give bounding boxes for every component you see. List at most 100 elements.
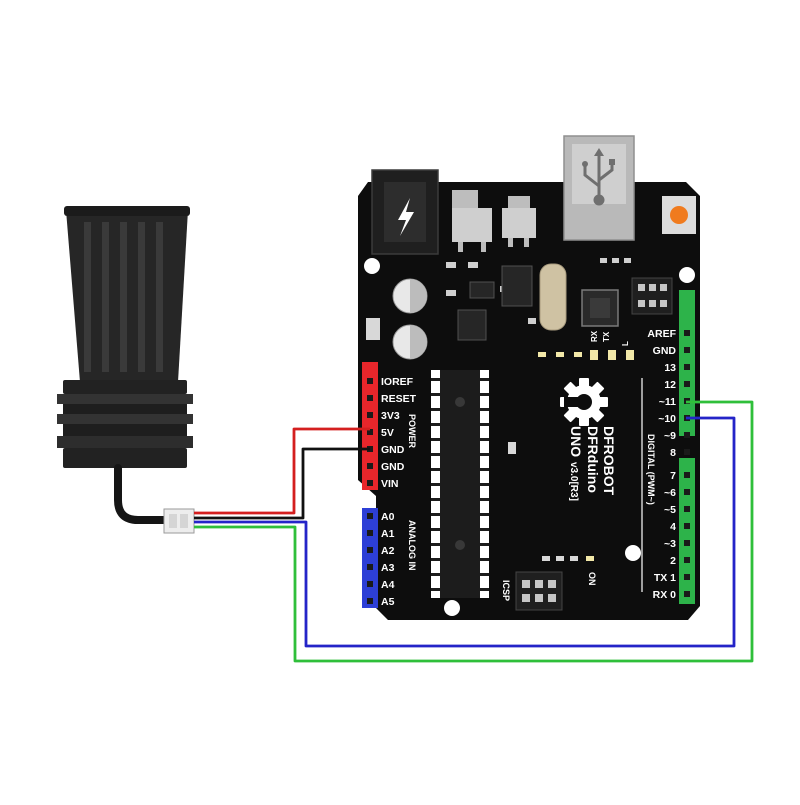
pin-hole xyxy=(684,574,690,580)
voltage-regulator xyxy=(452,190,492,252)
pin-hole xyxy=(684,347,690,353)
icsp-label: ICSP xyxy=(501,580,511,601)
pin-label: IOREF xyxy=(381,376,414,388)
pin-hole xyxy=(684,381,690,387)
pin-hole xyxy=(684,330,690,336)
dfrobot-gear-logo xyxy=(560,378,608,426)
liquid-level-sensor xyxy=(57,206,195,534)
mounting-hole xyxy=(444,600,460,616)
wire-blue-signal xyxy=(194,416,736,648)
microcontroller-chip xyxy=(431,370,489,598)
pin-hole xyxy=(684,557,690,563)
lightning-icon xyxy=(398,198,414,236)
version-label: v3.0[R3] xyxy=(568,462,579,501)
pin-hole xyxy=(684,364,690,370)
tx-label: TX xyxy=(602,331,611,342)
wire-green-signal xyxy=(194,400,754,663)
pin-label: GND xyxy=(381,461,405,473)
pin-label: A3 xyxy=(381,562,395,574)
pin-hole xyxy=(684,523,690,529)
analog-header-label: ANALOG IN xyxy=(407,520,417,571)
chip xyxy=(457,309,487,341)
pin-label: 13 xyxy=(664,362,676,374)
status-leds xyxy=(538,350,634,360)
pin-label: 8 xyxy=(670,447,676,459)
capacitor xyxy=(392,278,428,314)
pin-hole xyxy=(367,598,373,604)
voltage-regulator-small xyxy=(502,196,536,247)
pin-label: 2 xyxy=(670,555,676,567)
power-jack xyxy=(371,169,439,255)
pin-label: ~11 xyxy=(659,396,676,408)
pin-label: 7 xyxy=(670,470,676,482)
pin-label: RESET xyxy=(381,393,417,405)
power-header-label: POWER xyxy=(407,414,417,449)
wire-red-5v xyxy=(194,427,370,515)
brand-label: DFROBOT xyxy=(601,426,617,496)
pin-hole xyxy=(367,395,373,401)
icsp-header-top xyxy=(631,277,673,315)
rx-label: RX xyxy=(590,330,599,342)
pin-label: A1 xyxy=(381,528,395,540)
chip xyxy=(501,265,533,307)
pin-label: A2 xyxy=(381,545,395,557)
usb-connector xyxy=(563,135,635,241)
mounting-hole xyxy=(364,258,380,274)
mounting-hole xyxy=(679,267,695,283)
pin-hole xyxy=(367,429,373,435)
pin-hole xyxy=(684,540,690,546)
mounting-hole xyxy=(625,545,641,561)
pin-label: 3V3 xyxy=(381,410,400,422)
pin-label: 12 xyxy=(664,379,676,391)
non-contact-liquid-level-sensor-icon xyxy=(57,206,195,534)
pin-label: ~6 xyxy=(664,487,676,499)
crystal xyxy=(539,263,567,331)
pin-hole xyxy=(367,513,373,519)
pin-hole xyxy=(684,506,690,512)
pin-label: 5V xyxy=(381,427,394,439)
pin-label: ~9 xyxy=(664,430,676,442)
pin-hole xyxy=(684,489,690,495)
pin-hole xyxy=(367,480,373,486)
pin-label: 4 xyxy=(670,521,676,533)
power-header: POWER IOREF RESET 3V3 5V GND GND VIN xyxy=(362,362,417,490)
pin-label: ~3 xyxy=(664,538,676,550)
pin-label: ~10 xyxy=(658,413,676,425)
capacitor xyxy=(392,324,428,360)
pin-hole xyxy=(367,547,373,553)
usb-controller-chip xyxy=(581,289,619,327)
usb-icon xyxy=(582,148,615,206)
reset-button xyxy=(662,196,696,234)
pin-hole xyxy=(684,449,690,455)
pin-label: GND xyxy=(381,444,405,456)
pin-hole xyxy=(367,378,373,384)
pin-label: A5 xyxy=(381,596,395,608)
wires xyxy=(194,400,754,663)
pin-hole xyxy=(367,412,373,418)
pin-hole xyxy=(367,564,373,570)
pin-label: ~5 xyxy=(664,504,676,516)
pin-label: A0 xyxy=(381,511,395,523)
pin-hole xyxy=(367,530,373,536)
pin-hole xyxy=(367,581,373,587)
pin-label: RX 0 xyxy=(653,589,677,601)
pin-hole xyxy=(684,432,690,438)
l-label: L xyxy=(621,341,630,346)
pin-label: A4 xyxy=(381,579,395,591)
pin-label: VIN xyxy=(381,478,399,490)
digital-header-label: DIGITAL (PWM~) xyxy=(646,434,656,505)
variant-label: UNO xyxy=(568,426,584,457)
wire-black-gnd xyxy=(194,447,370,520)
chip xyxy=(469,281,495,299)
icsp-header-bottom xyxy=(515,571,563,611)
pin-hole xyxy=(684,472,690,478)
dfrduino-uno-board: TX RX L xyxy=(358,135,700,620)
pin-label: AREF xyxy=(647,328,676,340)
pin-hole xyxy=(684,591,690,597)
pin-label: TX 1 xyxy=(654,572,676,584)
model-label: DFRduino xyxy=(585,426,601,493)
